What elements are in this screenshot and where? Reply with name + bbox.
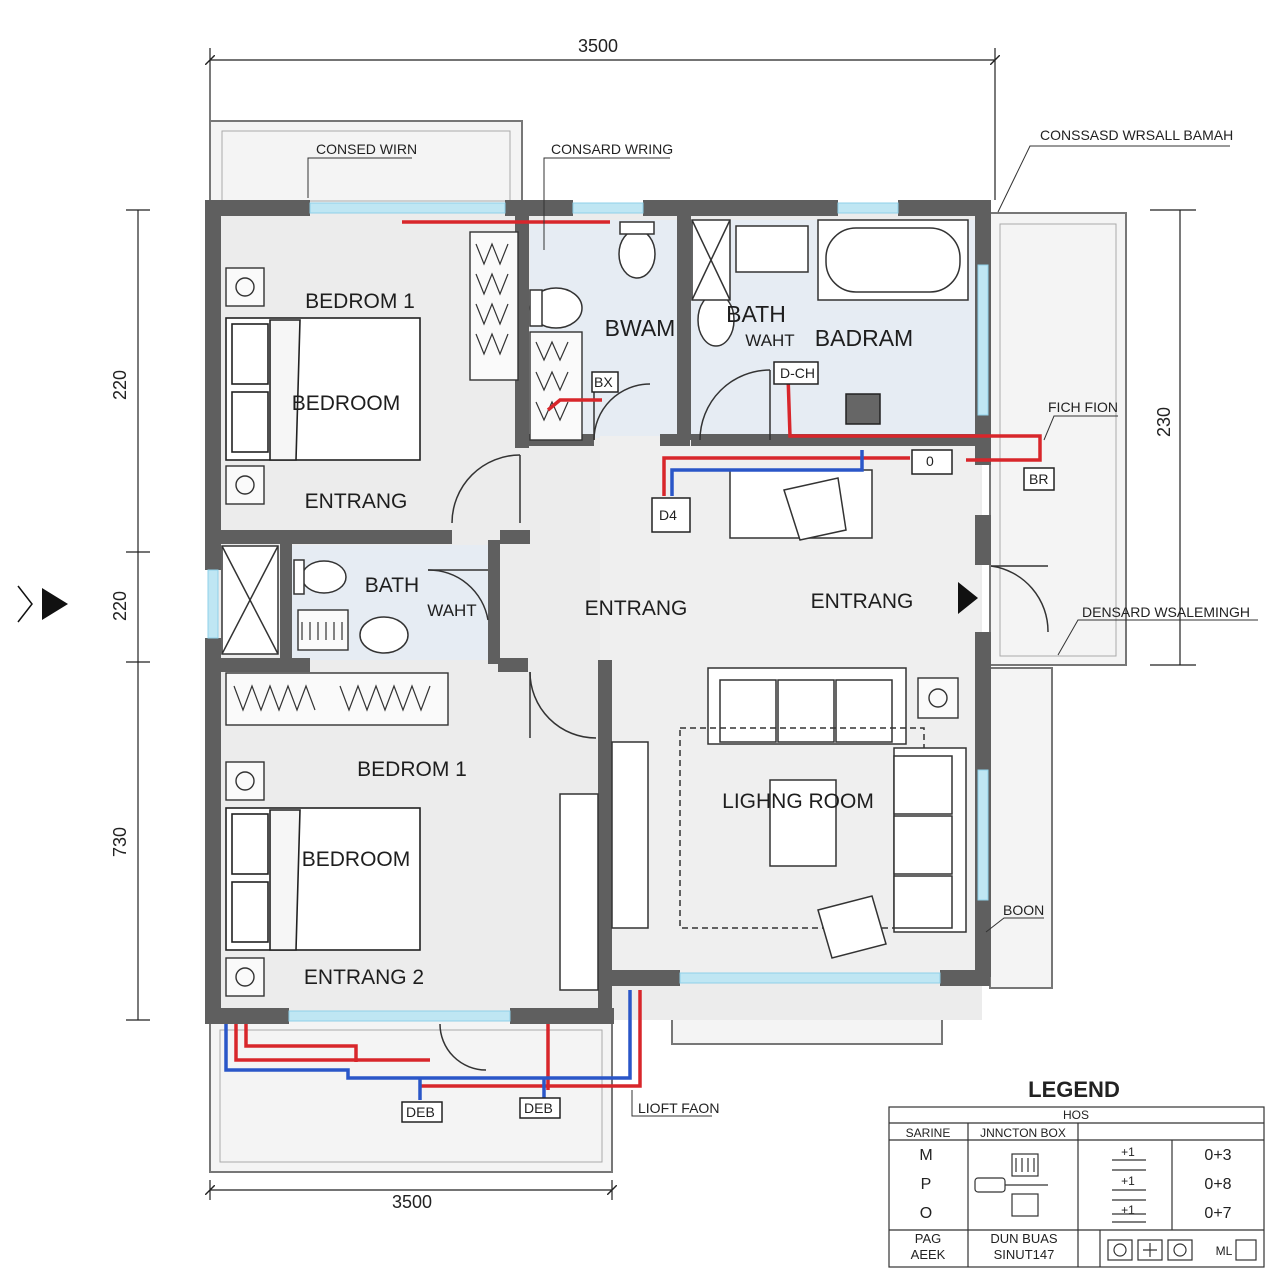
living-furniture (559, 469, 967, 991)
room-hall-right: ENTRANG (811, 590, 914, 613)
room-bath-mid: BATH (365, 574, 419, 597)
legend-row-key: P (921, 1176, 932, 1193)
wardrobes (225, 231, 583, 726)
note-consed-wiring: CONSED WIRN (316, 141, 417, 157)
entry-arrows (17, 582, 978, 623)
note-light-fion: LIOFT FAON (638, 1100, 719, 1116)
room-living: LIGHNG ROOM (722, 790, 874, 813)
dim-left-lower: 730 (110, 827, 130, 857)
legend-row-value: 0+8 (1204, 1176, 1231, 1193)
room-bedroom-top-title: BEDROM 1 (305, 290, 415, 313)
legend-col2: JNNCTON BOX (980, 1126, 1066, 1140)
walls (205, 200, 991, 1024)
room-hall-left: ENTRANG (585, 597, 688, 620)
beds (225, 317, 421, 951)
note-fich-fion: FICH FION (1048, 399, 1118, 415)
legend-row-symbol: +1 (1121, 1203, 1135, 1217)
dim-top: 3500 (578, 36, 618, 56)
legend: LEGEND HOS SARINE JNNCTON BOX M 0+3 +1 P… (888, 1077, 1265, 1268)
room-bedroom-top-label: BEDROOM (292, 392, 401, 415)
nightstands (225, 267, 959, 997)
note-densard: DENSARD WSALEMINGH (1082, 604, 1250, 620)
cold-wiring (224, 450, 864, 1100)
legend-row-symbol: +1 (1121, 1145, 1135, 1159)
legend-foot-1b: AEEK (911, 1247, 946, 1262)
note-boon: BOON (1003, 902, 1044, 918)
note-conssasd: CONSSASD WRSALL BAMAH (1040, 127, 1233, 143)
legend-row-value: 0+7 (1204, 1205, 1231, 1222)
note-deb-left: DEB (406, 1104, 435, 1120)
note-consard-wiring: CONSARD WRING (551, 141, 673, 157)
hot-wiring (234, 220, 1042, 1090)
doors (427, 369, 1049, 1071)
junction-boxes (401, 361, 1055, 1123)
dim-bottom: 3500 (392, 1192, 432, 1212)
note-d-ch: D-CH (780, 365, 815, 381)
room-bedroom-bottom-title: BEDROM 1 (357, 758, 467, 781)
legend-col1: SARINE (906, 1126, 951, 1140)
note-br-box: BR (1029, 471, 1048, 487)
junction-box-icon (974, 1153, 1048, 1217)
legend-row-value: 0+3 (1204, 1147, 1231, 1164)
dim-left-upper: 220 (110, 370, 130, 400)
room-bath-top-sub: WAHT (745, 331, 794, 350)
note-d4: D4 (659, 507, 677, 523)
room-bath-mid-sub: WAHT (427, 601, 476, 620)
legend-title: LEGEND (1028, 1077, 1120, 1102)
legend-foot-2a: DUN BUAS (990, 1231, 1058, 1246)
room-bwam: BWAM (605, 315, 676, 341)
legend-header: HOS (1063, 1108, 1089, 1122)
room-bedroom-bottom-label: BEDROOM (302, 848, 411, 871)
legend-row-key: O (920, 1205, 932, 1222)
legend-row-key: M (919, 1147, 932, 1164)
note-bx: BX (594, 374, 613, 390)
switch-symbol-icon (1112, 1159, 1146, 1223)
legend-foot-1a: PAG (915, 1231, 942, 1246)
dimension-lines (126, 48, 1196, 1200)
leader-lines (307, 145, 1258, 1117)
room-bath-top: BATH (726, 301, 786, 327)
room-bedroom-bottom-entry: ENTRANG 2 (304, 966, 424, 989)
legend-row-symbol: +1 (1121, 1174, 1135, 1188)
room-bedroom-top-entry: ENTRANG (305, 490, 408, 513)
outlet-symbols-icon (1107, 1239, 1257, 1261)
room-badram: BADRAM (815, 325, 913, 351)
bath-fixtures (221, 219, 969, 655)
note-deb-right: DEB (524, 1100, 553, 1116)
windows (207, 202, 989, 1022)
legend-foot-3: ML (1216, 1244, 1233, 1258)
note-zero: 0 (926, 453, 934, 469)
legend-foot-2b: SINUT147 (994, 1247, 1055, 1262)
dim-right: 230 (1154, 407, 1174, 437)
dim-left-middle: 220 (110, 591, 130, 621)
